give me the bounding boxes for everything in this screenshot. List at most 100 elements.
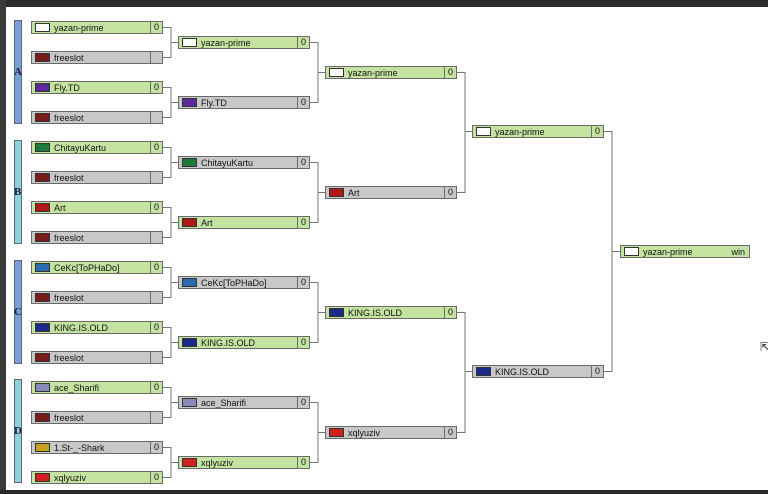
- player-name: freeslot: [54, 172, 84, 183]
- player-name: ChitayuKartu: [201, 157, 254, 168]
- round1-slot-7[interactable]: freeslot: [31, 231, 163, 244]
- player-name: Fly.TD: [54, 82, 80, 93]
- round1-slot-3[interactable]: freeslot: [31, 111, 163, 124]
- globe-icon: [35, 263, 50, 272]
- window-bottom-bar: [0, 490, 768, 494]
- player-score: [150, 172, 162, 183]
- player-name: xqlyuziv: [54, 472, 87, 483]
- round1-connector-0: [163, 27, 172, 58]
- player-name: yazan-prime: [495, 126, 545, 137]
- round1-slot-0[interactable]: yazan-prime 0: [31, 21, 163, 34]
- player-score: 0: [444, 187, 456, 198]
- group-label-a: A: [14, 66, 22, 78]
- round1-slot-11[interactable]: freeslot: [31, 351, 163, 364]
- purple-emblem-icon: [35, 83, 50, 92]
- round3-slot-3[interactable]: xqlyuziv 0: [325, 426, 457, 439]
- chat-bubble-icon: [182, 38, 197, 47]
- green-emblem-icon: [35, 143, 50, 152]
- player-score: 0: [150, 472, 162, 483]
- player-score: [150, 232, 162, 243]
- globe-icon: [182, 278, 197, 287]
- group-bar-a: [14, 20, 22, 124]
- round2-slot-7[interactable]: xqlyuziv 0: [178, 456, 310, 469]
- player-name: Art: [348, 187, 360, 198]
- player-score: 0: [297, 97, 309, 108]
- round2-connector-3: [310, 402, 319, 463]
- player-name: yazan-prime: [348, 67, 398, 78]
- player-name: CeKc[ToPHaDo]: [54, 262, 120, 273]
- player-name: Art: [201, 217, 213, 228]
- player-name: freeslot: [54, 52, 84, 63]
- player-score: 0: [150, 142, 162, 153]
- group-bar-c: [14, 260, 22, 364]
- player-name: xqlyuziv: [201, 457, 234, 468]
- eu-flag-icon: [329, 308, 344, 317]
- round1-slot-9[interactable]: freeslot: [31, 291, 163, 304]
- player-score: 0: [150, 82, 162, 93]
- player-score: 0: [297, 457, 309, 468]
- chat-bubble-icon: [624, 247, 639, 256]
- final-slot[interactable]: yazan-prime win: [620, 245, 750, 258]
- final-connector: [604, 131, 613, 372]
- player-name: yazan-prime: [54, 22, 104, 33]
- round2-connector-2: [310, 282, 319, 343]
- round3-slot-1[interactable]: Art 0: [325, 186, 457, 199]
- player-score: [150, 352, 162, 363]
- round1-slot-1[interactable]: freeslot: [31, 51, 163, 64]
- round1-slot-8[interactable]: CeKc[ToPHaDo]0: [31, 261, 163, 274]
- player-name: xqlyuziv: [348, 427, 381, 438]
- purple-emblem-icon: [182, 98, 197, 107]
- eu-flag-icon: [182, 338, 197, 347]
- round1-connector-6: [163, 387, 172, 418]
- final-result: win: [731, 246, 745, 257]
- player-name: freeslot: [54, 352, 84, 363]
- player-score: [150, 112, 162, 123]
- player-name: Fly.TD: [201, 97, 227, 108]
- player-name: ace_Sharifi: [54, 382, 100, 393]
- round1-slot-4[interactable]: ChitayuKartu 0: [31, 141, 163, 154]
- round1-slot-15[interactable]: xqlyuziv 0: [31, 471, 163, 484]
- chat-bubble-icon: [329, 68, 344, 77]
- eu-flag-icon: [476, 367, 491, 376]
- player-name: KING.IS.OLD: [495, 366, 550, 377]
- player-name: yazan-prime: [643, 246, 693, 257]
- freeslot-icon: [35, 53, 50, 62]
- freeslot-icon: [35, 113, 50, 122]
- player-score: 0: [150, 22, 162, 33]
- player-score: 0: [444, 307, 456, 318]
- green-emblem-icon: [182, 158, 197, 167]
- round1-connector-7: [163, 447, 172, 478]
- freeslot-icon: [35, 413, 50, 422]
- round2-slot-4[interactable]: CeKc[ToPHaDo]0: [178, 276, 310, 289]
- player-name: KING.IS.OLD: [348, 307, 403, 318]
- player-name: freeslot: [54, 112, 84, 123]
- player-score: 0: [297, 277, 309, 288]
- player-name: Art: [54, 202, 66, 213]
- round1-slot-5[interactable]: freeslot: [31, 171, 163, 184]
- round2-slot-1[interactable]: Fly.TD 0: [178, 96, 310, 109]
- player-score: 0: [444, 67, 456, 78]
- player-score: 0: [444, 427, 456, 438]
- player-name: ChitayuKartu: [54, 142, 107, 153]
- round3-connector-1: [457, 312, 466, 433]
- player-score: 0: [297, 337, 309, 348]
- round1-connector-5: [163, 327, 172, 358]
- round1-slot-13[interactable]: freeslot: [31, 411, 163, 424]
- round3-slot-0[interactable]: yazan-prime 0: [325, 66, 457, 79]
- round1-connector-3: [163, 207, 172, 238]
- round3-slot-2[interactable]: KING.IS.OLD 0: [325, 306, 457, 319]
- round1-slot-2[interactable]: Fly.TD 0: [31, 81, 163, 94]
- freeslot-icon: [35, 353, 50, 362]
